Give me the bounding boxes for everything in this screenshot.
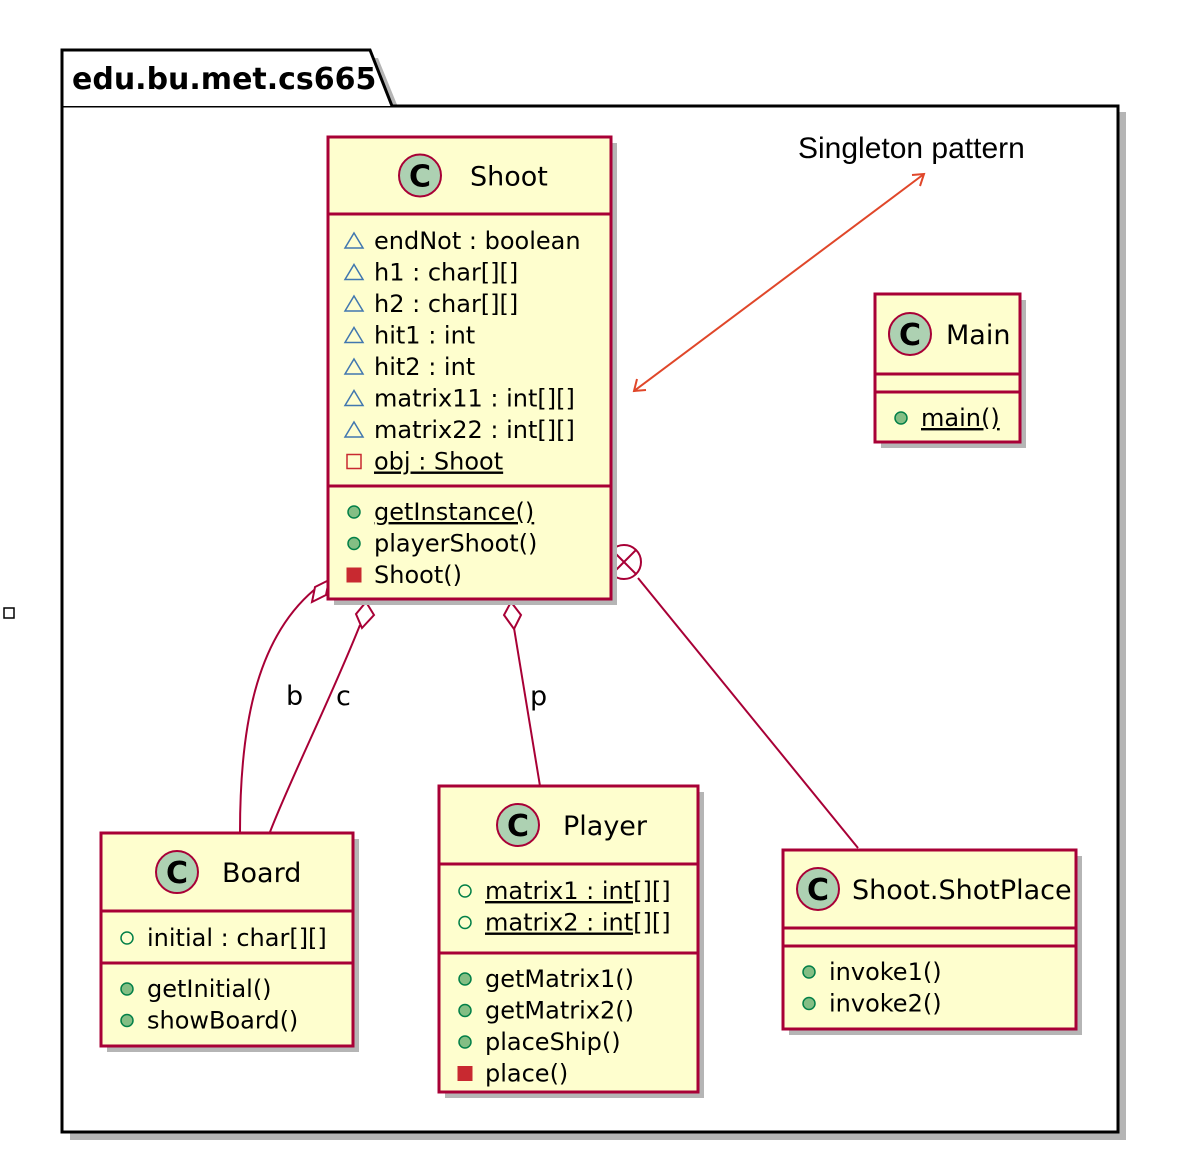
attribute-shoot-7: obj : Shoot	[374, 448, 503, 476]
attribute-shoot-0: endNot : boolean	[374, 227, 581, 255]
package-visibility-icon	[343, 326, 365, 344]
class-c-icon	[796, 867, 840, 911]
method-board-0: getInitial()	[147, 975, 272, 1003]
public-visibility-icon	[120, 982, 134, 996]
relation-line-c	[269, 624, 361, 833]
private-visibility-icon	[457, 1066, 473, 1081]
class-name-main: Main	[946, 320, 1010, 351]
private-field-visibility-icon	[346, 453, 362, 470]
class-name-shotplace: Shoot.ShotPlace	[852, 875, 1072, 906]
private-visibility-icon	[346, 567, 362, 583]
relation-label-p: p	[530, 681, 547, 712]
attribute-shoot-4: hit2 : int	[374, 353, 475, 381]
class-shoot: C Shoot endNot : boolean h1 : char[][] h2 : …	[326, 135, 617, 605]
relation-line-b	[239, 589, 315, 833]
class-main: C Main main()	[873, 292, 1026, 448]
class-name-player: Player	[563, 811, 648, 842]
aggregation-diamond-p	[502, 600, 523, 631]
singleton-note: Singleton pattern	[798, 132, 1025, 165]
relation-label-b: b	[286, 681, 303, 712]
class-c-letter: C	[166, 856, 188, 891]
class-name-shoot: Shoot	[470, 162, 548, 193]
note-arrow	[632, 172, 926, 393]
attribute-shoot-2: h2 : char[][]	[374, 290, 518, 318]
public-visibility-icon	[458, 1035, 472, 1049]
public-field-icon	[458, 884, 472, 898]
class-c-icon	[888, 312, 932, 356]
method-player-1: getMatrix2()	[485, 997, 634, 1025]
class-c-icon	[398, 153, 442, 198]
relation-line-p	[513, 627, 541, 787]
method-player-0: getMatrix1()	[485, 965, 634, 993]
package-visibility-icon	[343, 420, 365, 438]
class-c-icon	[155, 850, 199, 894]
public-visibility-icon	[458, 972, 472, 986]
method-shoot-0: getInstance()	[374, 498, 534, 526]
public-visibility-icon	[802, 996, 816, 1011]
class-c-letter: C	[507, 809, 529, 844]
method-player-2: placeShip()	[485, 1028, 621, 1056]
attribute-player-0: matrix1 : int[][]	[485, 877, 671, 905]
public-visibility-icon	[458, 1003, 472, 1018]
attribute-board-0: initial : char[][]	[147, 924, 327, 952]
class-name-board: Board	[222, 858, 301, 889]
nested-relation-line	[637, 577, 859, 849]
package-visibility-icon	[343, 294, 365, 312]
class-board: C Board initial : char[][] getInitial() show…	[99, 831, 359, 1052]
public-visibility-icon	[802, 965, 816, 979]
class-c-letter: C	[899, 318, 921, 353]
stray-marker	[3, 607, 15, 619]
package-visibility-icon	[343, 231, 365, 249]
attribute-shoot-1: h1 : char[][]	[374, 259, 518, 287]
relation-label-c: c	[336, 681, 351, 712]
method-shoot-2: Shoot()	[374, 561, 462, 589]
attribute-shoot-6: matrix22 : int[][]	[374, 416, 575, 444]
public-field-icon	[458, 915, 472, 930]
method-board-1: showBoard()	[147, 1007, 298, 1035]
method-shotplace-0: invoke1()	[829, 958, 942, 986]
method-player-3: place()	[485, 1060, 568, 1088]
class-c-letter: C	[807, 873, 829, 908]
package-visibility-icon	[343, 357, 365, 375]
public-visibility-icon	[120, 1013, 134, 1028]
method-main-0: main()	[921, 404, 1000, 432]
class-box	[99, 831, 355, 1048]
public-visibility-icon	[347, 505, 361, 519]
method-shotplace-1: invoke2()	[829, 990, 942, 1018]
class-c-icon	[496, 803, 540, 847]
class-player: C Player matrix1 : int[][] matrix2 : int[][…	[437, 784, 704, 1098]
method-shoot-1: playerShoot()	[374, 530, 537, 558]
public-field-icon	[120, 931, 134, 945]
class-box	[437, 784, 700, 1094]
attribute-shoot-3: hit1 : int	[374, 322, 475, 350]
package-visibility-icon	[343, 263, 365, 281]
attribute-player-1: matrix2 : int[][]	[485, 909, 671, 937]
package-visibility-icon	[343, 389, 365, 407]
public-visibility-icon	[894, 411, 908, 425]
classes-layer: C Shoot endNot : boolean h1 : char[][] h2 : …	[99, 135, 1082, 1098]
class-shotplace: C Shoot.ShotPlace invoke1() invoke2()	[781, 848, 1082, 1035]
public-visibility-icon	[347, 536, 361, 551]
class-c-letter: C	[409, 160, 431, 195]
aggregation-diamond-c	[354, 600, 376, 630]
attribute-shoot-5: matrix11 : int[][]	[374, 385, 575, 413]
package-title: edu.bu.met.cs665	[72, 62, 376, 97]
